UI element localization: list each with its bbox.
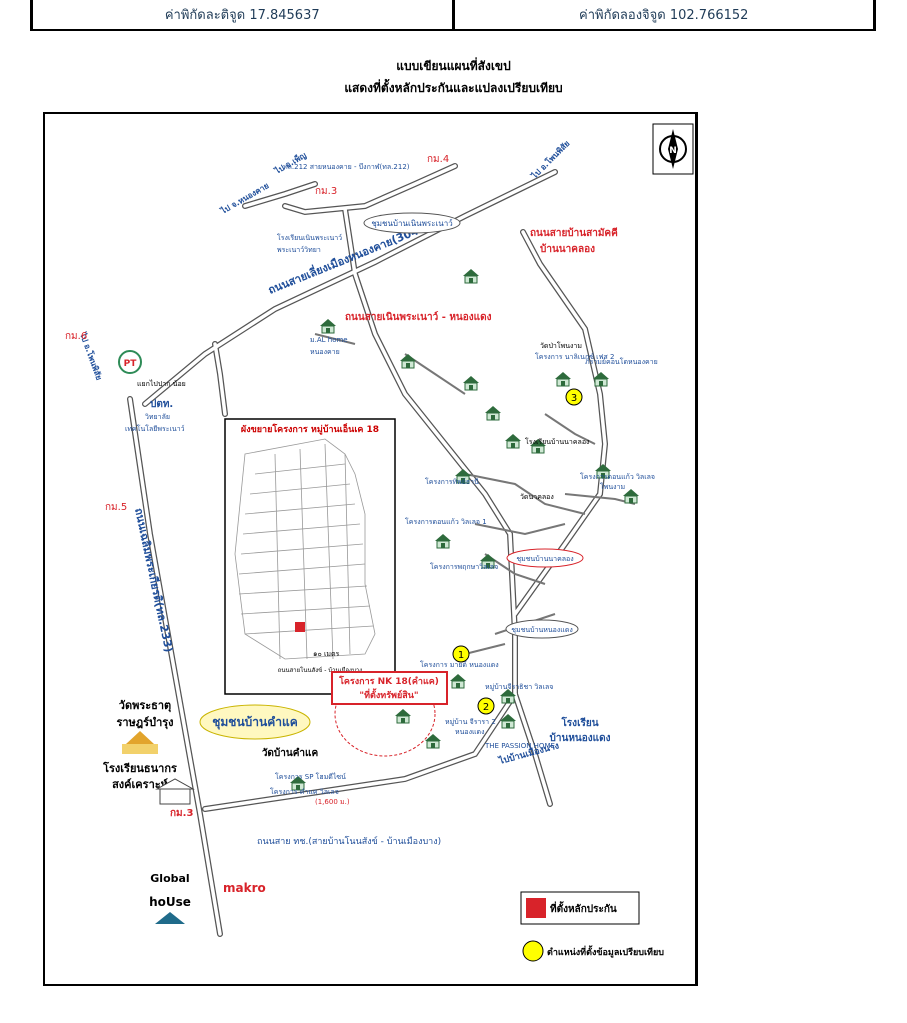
project-kham-khae-2: โครงการ คำแค วิลเลจ (270, 787, 339, 796)
project-nk18-label: โครงการ NK 18(คำแค) (338, 675, 439, 687)
km3-bottom-label: กม.3 (170, 808, 193, 819)
school-icon (155, 778, 195, 805)
college-label: วิทยาลัย (145, 413, 170, 421)
global-house-logo: Global hoUse (149, 872, 191, 924)
project-2b-label: หนองแดง (455, 728, 485, 736)
project-3-label: โครงการ นาลิเนกซ์ เฟส 2 (535, 352, 614, 361)
communities: ชุมชนบ้านเนินพระเนาว์ ชุมชนบ้านนาคลอง ชุ… (199, 212, 584, 740)
legend-collateral-swatch (526, 898, 546, 918)
comparison-point-1: 1 (458, 650, 464, 661)
community-kham-khae: ชุมชนบ้านคำแค (212, 715, 298, 730)
map-title-line2: แสดงที่ตั้งหลักประกันและแปลงเปรียบเทียบ (344, 81, 563, 95)
school-thanakon-label: โรงเรียนธนากร (102, 761, 177, 775)
road-tho-label: ถนนสาย ทช.(สายบ้านโนนสังข์ - บ้านเมืองบา… (257, 835, 441, 847)
college-2-label: เทคโนโลยีพระเนาว์ (125, 424, 185, 433)
al-home-2-label: หนองคาย (310, 348, 340, 356)
distance-label: (1,600 ม.) (315, 798, 350, 806)
school-nong-daeng-label: โรงเรียน (560, 716, 598, 729)
longitude-label: ค่าพิกัดลองจิจูด 102.766152 (579, 8, 749, 23)
map-frame: N ผังขยายโครงการ หมู่บ้านเอ็นเค 18 ๑๐ เม… (43, 112, 698, 986)
legend-collateral-label: ที่ตั้งหลักประกัน (550, 901, 617, 915)
school-nong-daeng-labels: โรงเรียน บ้านหนองแดง (550, 716, 611, 744)
na-khlong-school-label: โรงเรียนบ้านนาคลอง (525, 437, 589, 446)
legend-comparison-label: ตำแหน่งที่ตั้งข้อมูลเปรียบเทียบ (547, 945, 664, 958)
project-kaew2b: โพนงาม (600, 482, 625, 491)
comparison-point-2: 2 (483, 702, 489, 713)
school-nong-daeng-2-label: บ้านหนองแดง (550, 732, 611, 744)
inset-title: ผังขยายโครงการ หมู่บ้านเอ็นเค 18 (241, 422, 379, 435)
project-1-label: โครงการ มายด์ หนองแดง (420, 660, 499, 669)
community-noen-phra-nao: ชุมชนบ้านเนินพระเนาว์ (371, 218, 452, 228)
red-road-labels: ถนนสายบ้านสามัคคี บ้านนาคลอง ถนนสายเนินพ… (345, 227, 618, 323)
km5-label: กม.5 (105, 502, 127, 513)
km4-label: กม.4 (427, 154, 449, 165)
ptt-logo: PT ปตท. (118, 350, 173, 410)
project-3b-label: ภิรามย์คอนโดหนองคาย (585, 357, 658, 366)
al-home-label: ม.AL home (310, 336, 348, 344)
comparison-points: 1 2 3 (452, 388, 583, 715)
wat-pa-label: วัดป่าโพนงาม (540, 341, 582, 350)
project-2-label: หมู่บ้าน จีรารา 2 (445, 718, 496, 726)
compass-north: N (652, 123, 694, 175)
comparison-point-3: 3 (571, 393, 577, 404)
wat-na-khlong-label: วัดนาคลอง (520, 493, 554, 501)
project-phruksa-2: หมู่บ้านจีราธิชา วิลเลจ (485, 683, 553, 691)
project-phruksa: โครงการพฤกษาวิลเลจ (430, 562, 498, 571)
legend: ที่ตั้งหลักประกัน ตำแหน่งที่ตั้งข้อมูลเป… (520, 891, 664, 962)
ratsadon-bamrung-label: ราษฎร์บำรุง (116, 716, 173, 730)
road-212-label: ทล.212 สายหนองคาย - บึงกาฬ(ทล.212) (283, 162, 410, 171)
ptt-junction-label: แยกไปปาก น้อย (137, 379, 186, 388)
makro-label: makro (223, 881, 266, 895)
project-kaew: โครงการดอนแก้ว วิลเลจ 1 (405, 517, 487, 526)
wat-phra-that-label: วัดพระธาตุ (119, 699, 171, 713)
road-ban-samakkhi-label: ถนนสายบ้านสามัคคี (530, 227, 618, 239)
school-thanakon-2-label: สงค์เคราะห์ (112, 778, 168, 791)
landmark-labels: วัดพระธาตุ ราษฎร์บำรุง โรงเรียนธนากร สงค… (102, 699, 318, 791)
noen-school-2-label: พระเนาว์วิทยา (277, 246, 321, 254)
latitude-label: ค่าพิกัดละติจูด 17.845637 (33, 0, 455, 29)
project-nk18-sub: "ที่ตั้งทรัพย์สิน" (359, 688, 418, 701)
wat-kham-khae-label: วัดบ้านคำแค (262, 747, 319, 759)
community-nong-daeng: ชุมชนบ้านหนองแดง (511, 626, 573, 634)
inset-road: ถนนสายโนนสังข์ - บ้านเมืองบาง (278, 666, 362, 674)
inset-plan: ผังขยายโครงการ หมู่บ้านเอ็นเค 18 ๑๐ เมตร… (224, 418, 396, 695)
road-ban-na-khlong-label: บ้านนาคลอง (540, 243, 595, 255)
road-233-label: ถนนเฉลิมพระเกียรติ(ทล.233) (132, 507, 175, 654)
community-na-khlong: ชุมชนบ้านนาคลอง (516, 555, 573, 563)
km-markers: กม.3 กม.4 กม.6 กม.5 กม.3 (65, 154, 449, 819)
project-tip: โครงการทิพย์ธานี (425, 477, 479, 486)
compass-label: N (669, 146, 677, 156)
km6-label: กม.6 (65, 331, 87, 342)
coordinates-bar: ค่าพิกัดละติจูด 17.845637 ค่าพิกัดลองจิจ… (30, 0, 876, 31)
project-labels: โครงการทิพย์ธานี โครงการดอนแก้ว วิลเลจ 1… (125, 233, 658, 806)
project-kham-khae: โครงการ SP โฮมดีไซน์ (275, 772, 346, 781)
collateral-marker (295, 622, 305, 632)
location-map: N ผังขยายโครงการ หมู่บ้านเอ็นเค 18 ๑๐ เม… (65, 123, 694, 962)
passion-home-label: THE PASSION HOME (484, 742, 555, 750)
ptt-label: ปตท. (150, 398, 173, 410)
inset-area: ๑๐ เมตร (313, 650, 339, 658)
global-house-label: Global (150, 872, 189, 885)
road-noen-phra-nao-label: ถนนสายเนินพระเนาว์ - หนองแดง (345, 311, 492, 323)
project-nk18: โครงการ NK 18(คำแค) "ที่ตั้งทรัพย์สิน" (331, 671, 448, 757)
global-house-2-label: hoUse (149, 895, 191, 909)
map-title-line1: แบบเขียนแผนที่สังเขป (396, 59, 511, 73)
km3-top-label: กม.3 (315, 186, 337, 197)
temple-icon (122, 731, 158, 754)
project-kaew2: โครงการดอนแก้ว วิลเลจ (580, 472, 655, 481)
legend-comparison-swatch (522, 940, 544, 962)
pt-label: PT (124, 359, 138, 369)
noen-school-label: โรงเรียนเนินพระเนาว์ (277, 233, 342, 242)
